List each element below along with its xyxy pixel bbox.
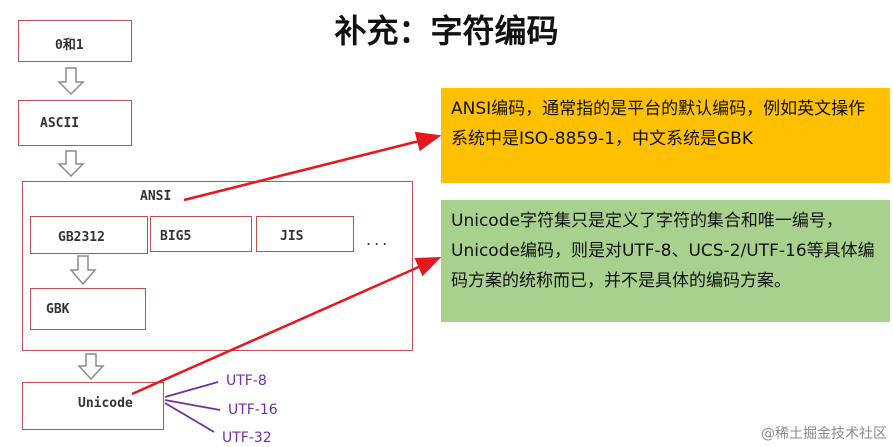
utf16-label: UTF-16: [228, 402, 278, 418]
watermark-text: @稀土掘金技术社区: [761, 426, 887, 442]
arrow-binary-to-ascii-icon: [57, 67, 85, 96]
utf32-label: UTF-32: [222, 430, 272, 446]
gbk-box: [30, 288, 146, 330]
utf8-label: UTF-8: [226, 373, 267, 389]
unicode-box: [22, 382, 164, 430]
page-title: 补充：字符编码: [334, 12, 559, 50]
ansi-callout: ANSI编码，通常指的是平台的默认编码，例如英文操作系统中是ISO-8859-1…: [441, 88, 890, 183]
utf32-line: [164, 402, 215, 433]
ascii-box: [18, 100, 132, 146]
gbk-label: GBK: [46, 302, 70, 317]
utf8-line: [164, 381, 219, 398]
gb2312-label: GB2312: [58, 230, 105, 245]
ansi-label: ANSI: [140, 189, 172, 204]
arrow-ansi-to-unicode-icon: [77, 353, 105, 381]
utf16-line: [164, 399, 221, 411]
arrow-gb2312-to-gbk-icon: [69, 255, 97, 286]
big5-label: BIG5: [160, 229, 192, 244]
unicode-label: Unicode: [78, 396, 133, 411]
unicode-callout-arrow: [131, 256, 442, 396]
unicode-callout: Unicode字符集只是定义了字符的集合和唯一编号，Unicode编码，则是对U…: [441, 200, 890, 322]
arrow-ascii-to-ansi-icon: [57, 150, 85, 178]
big5-box: [150, 216, 252, 252]
jis-box: [256, 216, 354, 252]
jis-label: JIS: [280, 229, 304, 244]
gb2312-box: [30, 216, 148, 254]
ansi-callout-arrow: [183, 131, 442, 202]
ascii-label: ASCII: [40, 116, 80, 131]
binary-label: 0和1: [55, 38, 84, 53]
binary-box: [18, 20, 132, 62]
more-encodings-ellipsis: ...: [366, 230, 391, 249]
